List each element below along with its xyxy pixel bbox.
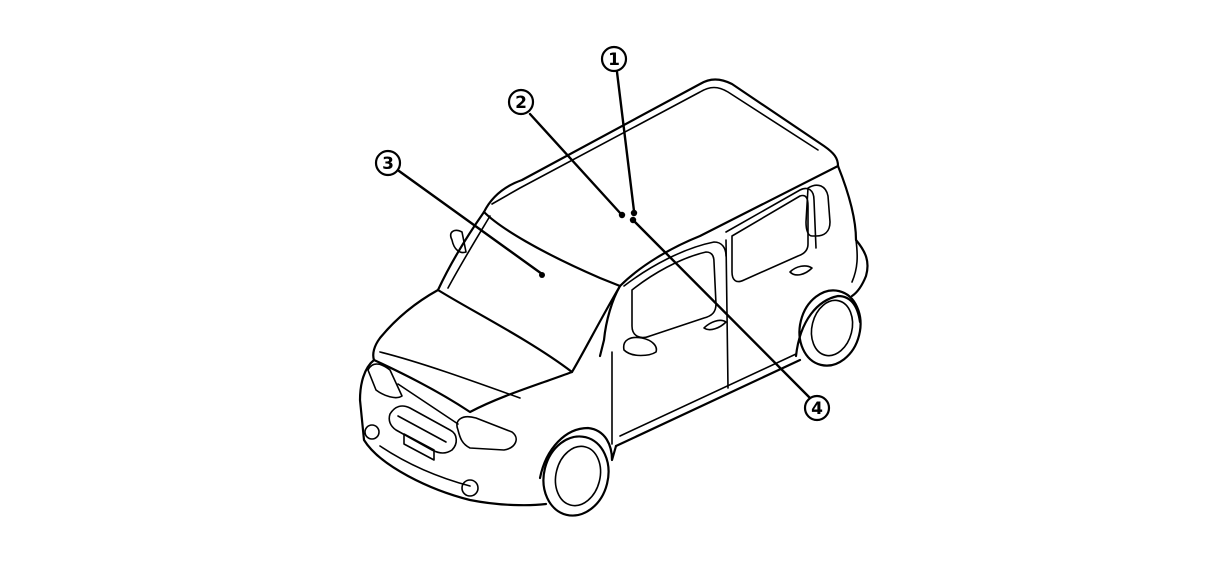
right-fog-light <box>461 479 479 497</box>
front-wheel <box>542 435 610 517</box>
callout-3-label: 3 <box>382 154 394 174</box>
windshield <box>436 210 622 374</box>
callout-4: 4 <box>629 216 831 422</box>
license-plate <box>403 433 435 461</box>
rear-body <box>836 164 869 298</box>
callout-2-point <box>618 211 626 219</box>
callout-1-label: 1 <box>608 50 620 70</box>
rear-window <box>731 194 809 283</box>
callout-3: 3 <box>374 149 545 278</box>
callout-2-label: 2 <box>515 93 527 113</box>
rear-wheel <box>798 289 862 367</box>
left-fog-light <box>364 424 380 440</box>
right-headlight <box>456 415 517 451</box>
callout-1: 1 <box>600 45 638 217</box>
hood <box>372 288 574 414</box>
vehicle-outline <box>358 78 869 517</box>
callout-4-label: 4 <box>811 399 823 419</box>
left-headlight <box>367 363 403 399</box>
front-bumper <box>358 358 548 507</box>
grille <box>388 405 458 454</box>
roof <box>482 78 840 214</box>
callout-1-point <box>630 209 638 217</box>
callout-3-point <box>539 272 545 278</box>
side-mirror <box>622 336 658 357</box>
callout-2: 2 <box>507 88 626 219</box>
callout-4-point <box>629 216 637 224</box>
